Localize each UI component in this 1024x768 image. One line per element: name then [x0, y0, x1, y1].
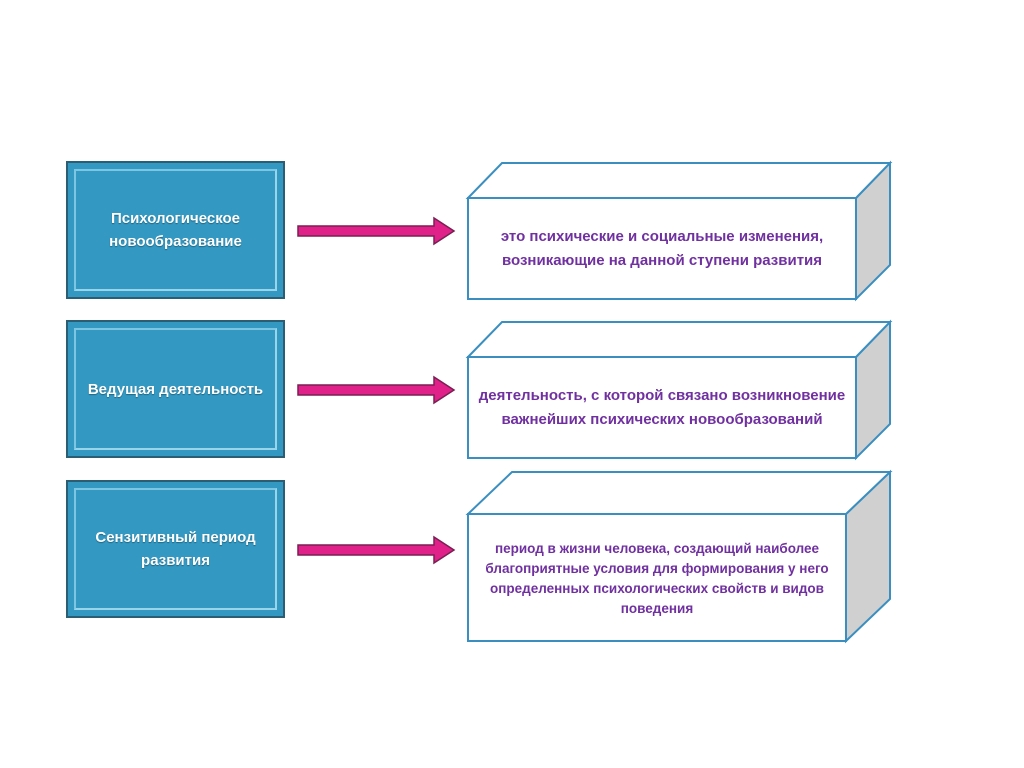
right-arrow-icon	[297, 535, 456, 565]
definition-text: это психические и социальные изменения, …	[500, 227, 824, 269]
definition-text: деятельность, с которой связано возникно…	[478, 386, 846, 428]
term-label: Сензитивный период развития	[95, 529, 256, 569]
definition-text: период в жизни человека, создающий наибо…	[485, 540, 829, 616]
term-box-leading-activity: Ведущая деятельность	[66, 320, 285, 458]
term-label: Психологическое новообразование	[109, 210, 242, 250]
definition-block-1	[465, 160, 893, 302]
definition-block-3	[465, 469, 893, 644]
term-label: Ведущая деятельность	[87, 380, 264, 398]
term-box-sensitive-period: Сензитивный период развития	[66, 480, 285, 618]
term-box-psychological-neoformation: Психологическое новообразование	[66, 161, 285, 299]
right-arrow-icon	[297, 216, 456, 246]
definition-block-2	[465, 319, 893, 461]
right-arrow-icon	[297, 375, 456, 405]
